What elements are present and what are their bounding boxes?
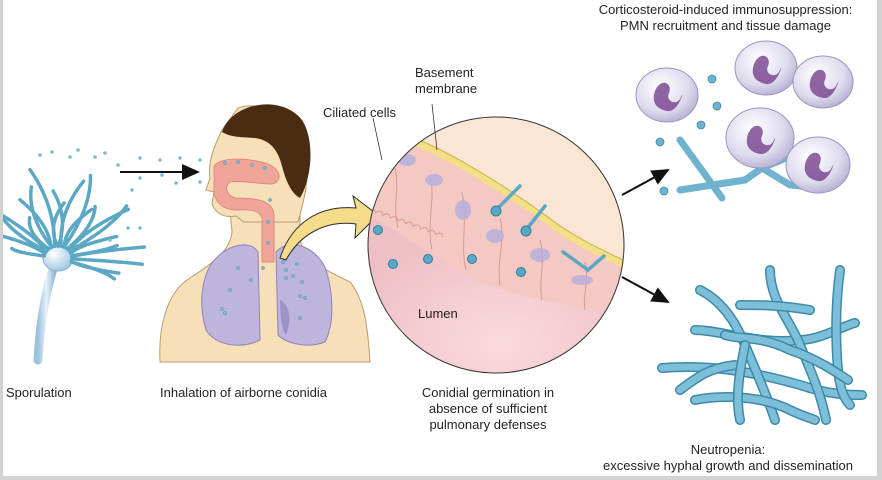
multilobed-nucleus (809, 69, 839, 99)
multilobed-nucleus (653, 82, 683, 112)
label-corticosteroid: Corticosteroid-induced immunosuppression… (598, 2, 853, 33)
label-germination: Conidial germination in absence of suffi… (421, 385, 555, 432)
airborne-conidium (138, 226, 142, 230)
label-neutropenia: Neutropenia: excessive hyphal growth and… (602, 442, 854, 473)
multilobed-nucleus (752, 55, 782, 85)
spore-chain (29, 185, 54, 249)
airborne-conidium (174, 181, 178, 185)
inhaled-conidium (266, 241, 270, 245)
arrow-to-corticosteroid (621, 169, 670, 196)
neutrophil-cluster (635, 40, 854, 202)
spore-chain (27, 214, 51, 251)
pathogenesis-illustration (3, 40, 867, 425)
airborne-conidium (138, 156, 142, 160)
neutrophil (635, 67, 699, 123)
neutrophil (792, 55, 854, 109)
spore-chain (69, 234, 119, 256)
spore-chain (62, 173, 93, 249)
spore-chain (3, 234, 47, 256)
multilobed-nucleus (746, 125, 776, 155)
spore-chain (10, 246, 46, 258)
airborne-conidium (93, 155, 97, 159)
magnified-airway (367, 103, 625, 374)
airborne-conidium (158, 158, 162, 162)
airborne-conidium (116, 163, 120, 167)
spore-chain (3, 214, 49, 254)
inhaled-conidium (220, 307, 224, 311)
inhaled-conidium (261, 266, 265, 270)
figure-canvas: Sporulation Inhalation of airborne conid… (3, 0, 877, 476)
inhaled-conidium (295, 262, 299, 266)
human-figure (159, 104, 371, 363)
spore-chain (69, 260, 118, 282)
callout-lumen: Lumen (418, 306, 458, 321)
inhaled-conidium (298, 294, 302, 298)
inhaled-conidium (236, 266, 240, 270)
inhaled-conidium (263, 166, 267, 170)
airborne-conidium (178, 156, 182, 160)
airborne-conidium (130, 188, 134, 192)
multilobed-nucleus (804, 152, 834, 182)
neutrophil (725, 107, 795, 169)
inhaled-conidium (300, 280, 304, 284)
inhaled-conidium (284, 276, 288, 280)
airborne-conidium (126, 226, 130, 230)
inhaled-conidium (236, 160, 240, 164)
inhaled-conidium (281, 260, 285, 264)
inhaled-conidium (223, 161, 227, 165)
inhaled-conidium (298, 316, 302, 320)
neutrophil (785, 136, 851, 194)
label-inhalation: Inhalation of airborne conidia (160, 385, 327, 400)
neutrophil (734, 40, 798, 96)
spore-chain (59, 179, 86, 249)
inhaled-conidium (284, 268, 288, 272)
inhaled-conidium (291, 274, 295, 278)
callout-ciliated-cells: Ciliated cells (323, 105, 396, 120)
arrow-to-neutropenia (621, 276, 670, 303)
callout-basement-membrane: Basement membrane (415, 65, 478, 96)
airborne-conidium (198, 180, 202, 184)
aspergillus-conidiophore (3, 148, 202, 365)
inhaled-conidium (250, 163, 254, 167)
airborne-conidium (138, 176, 142, 180)
airborne-conidium (76, 148, 80, 152)
airborne-conidium (198, 158, 202, 162)
airborne-conidium (50, 150, 54, 154)
label-sporulation: Sporulation (6, 385, 72, 400)
airborne-conidium (38, 153, 42, 157)
inhaled-conidium (228, 288, 232, 292)
inhaled-conidium (268, 198, 272, 202)
airborne-conidium (68, 155, 72, 159)
spore-chain (70, 257, 145, 267)
airborne-conidium (108, 238, 112, 242)
hyphal-network (657, 265, 867, 425)
spore-chain (67, 204, 129, 253)
inhaled-conidium (266, 220, 270, 224)
inhaled-conidium (303, 296, 307, 300)
spore-chain (62, 207, 94, 250)
airborne-conidium (160, 173, 164, 177)
inhaled-conidium (249, 278, 253, 282)
spore-chain (70, 245, 146, 259)
airborne-conidium (103, 151, 107, 155)
inhaled-conidium (223, 311, 227, 315)
